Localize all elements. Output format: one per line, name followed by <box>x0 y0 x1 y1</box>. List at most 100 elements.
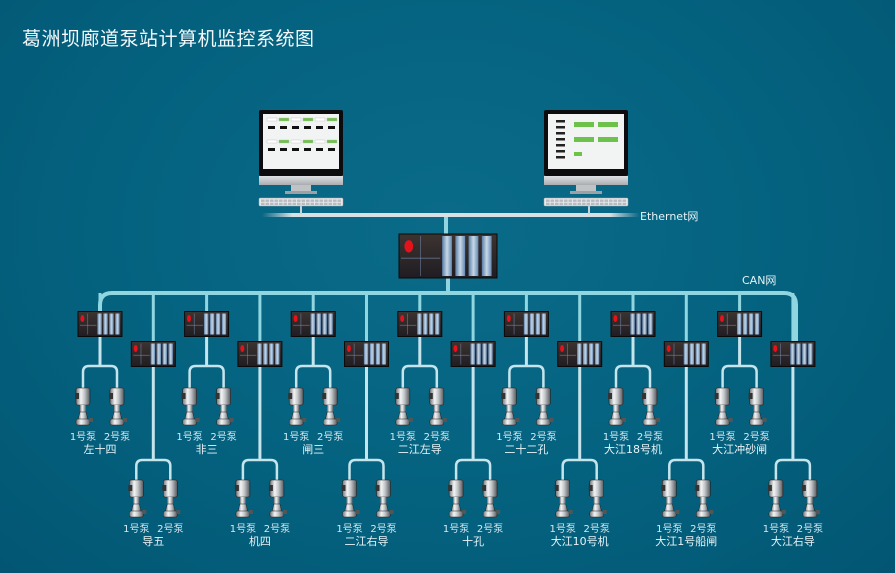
key <box>613 199 618 202</box>
station-name: 二江左导 <box>397 443 442 456</box>
pump-base <box>715 418 730 426</box>
status-chip <box>598 122 618 127</box>
station-bottom-3-pipe <box>471 366 475 460</box>
value-box <box>556 120 565 123</box>
io-module <box>583 343 588 365</box>
pump-outlet <box>248 510 253 514</box>
station-bottom-1-controller <box>237 341 283 367</box>
pump-outlet <box>336 418 341 422</box>
key <box>613 202 618 206</box>
status-chip <box>574 137 594 142</box>
alarm-led-icon <box>346 345 351 352</box>
key <box>604 202 609 206</box>
pump-base <box>662 510 677 518</box>
status-chip <box>302 139 314 144</box>
status-chip <box>326 139 338 144</box>
pump-shaft <box>399 405 406 412</box>
pump-label-2: 2号泵 <box>690 524 717 535</box>
station-bottom-1-pump-1 <box>234 479 253 518</box>
alarm-led-icon <box>506 315 511 322</box>
key <box>559 202 564 206</box>
pump-terminal <box>801 485 806 491</box>
station-bottom-5-controller <box>663 341 709 367</box>
pump-outlet <box>675 510 680 514</box>
io-module <box>162 343 167 365</box>
io-module <box>468 236 479 276</box>
io-module <box>369 343 375 365</box>
io-module <box>695 343 700 365</box>
station-top-2-fork <box>294 364 332 388</box>
io-module <box>455 236 466 276</box>
pump-terminal <box>501 393 506 399</box>
key <box>582 199 586 202</box>
pump-terminal <box>162 485 167 491</box>
pump-terminal <box>642 393 646 399</box>
station-top-6-pump-1 <box>714 387 733 426</box>
io-module <box>109 313 114 335</box>
station-name: 大江18号机 <box>604 443 662 456</box>
key <box>265 202 270 206</box>
can-label: CAN网 <box>742 274 777 287</box>
pump-terminal <box>215 393 220 399</box>
key <box>609 202 613 206</box>
pump-outlet <box>622 418 626 422</box>
io-module <box>636 313 641 335</box>
key <box>618 199 622 202</box>
key <box>595 202 600 206</box>
ethernet-to-master <box>444 217 448 234</box>
pump-outlet <box>89 418 93 422</box>
io-module <box>328 313 333 335</box>
pump-shaft <box>433 405 440 412</box>
pump-base <box>75 418 91 426</box>
key <box>283 202 288 206</box>
key <box>324 199 328 202</box>
io-module <box>417 313 422 335</box>
pump-label-1: 1号泵 <box>709 432 736 443</box>
pump-label-2: 2号泵 <box>263 524 291 535</box>
can-to-master <box>446 278 450 293</box>
station-bottom-2-pipe <box>365 366 368 460</box>
station-top-4-pump-2 <box>535 387 554 426</box>
key <box>600 202 604 206</box>
io-module <box>736 313 742 335</box>
pump-base <box>109 418 125 426</box>
key <box>274 202 279 206</box>
value-box <box>316 126 323 129</box>
key <box>618 202 622 206</box>
value-box <box>304 126 311 129</box>
station-bottom-6-pipe <box>791 366 795 460</box>
key <box>337 202 342 206</box>
pump-shaft <box>772 497 779 504</box>
pump-shaft <box>346 497 353 504</box>
io-module <box>535 313 541 335</box>
alarm-led-icon <box>773 345 778 352</box>
key <box>568 202 573 206</box>
station-top-1-fork <box>188 364 225 388</box>
station-bottom-4-can-drop <box>578 293 582 342</box>
pump-shaft <box>540 405 547 412</box>
station-top-0-pump-2 <box>109 387 127 426</box>
pump-base <box>269 510 285 518</box>
key <box>337 199 342 202</box>
monitor-neck <box>291 185 311 191</box>
station-top-3-pump-2 <box>428 387 447 426</box>
value-box <box>268 148 275 151</box>
station-top-0-controller <box>77 311 123 337</box>
io-module <box>209 313 215 335</box>
monitor-chin <box>259 176 343 185</box>
pump-label-1: 1号泵 <box>442 524 470 535</box>
pump-base <box>288 418 304 426</box>
station-top-2-controller <box>290 311 336 337</box>
key <box>261 202 265 206</box>
station-bottom-1-can-drop <box>258 293 262 342</box>
io-module <box>648 313 653 335</box>
pump-outlet <box>442 418 447 422</box>
pump-terminal <box>375 485 380 491</box>
io-module <box>748 313 754 335</box>
station-top-0-pump-1 <box>75 387 93 426</box>
master-controller <box>398 233 498 279</box>
pump-label-2: 2号泵 <box>583 524 610 535</box>
station-top-1-can-drop <box>205 293 209 312</box>
io-module <box>381 343 387 365</box>
monitor-base <box>285 191 317 194</box>
